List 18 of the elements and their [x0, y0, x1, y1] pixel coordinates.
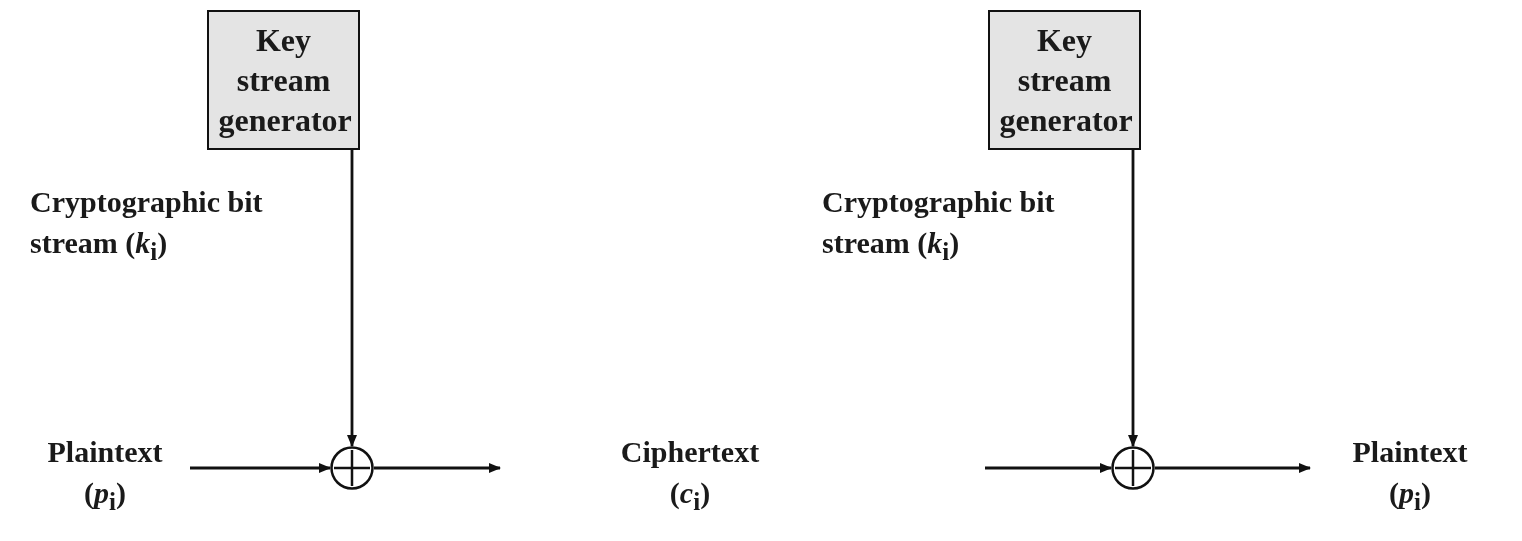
signal-label: Plaintext: [1352, 434, 1468, 470]
signal-label: Ciphertext: [620, 434, 760, 470]
process-box: [988, 10, 1141, 150]
process-box: [207, 10, 360, 150]
box-label: Key stream generator: [999, 21, 1130, 140]
signal-label: (c$_{i}$): [669, 474, 711, 517]
arrow: [1128, 150, 1138, 447]
arrow: [190, 463, 331, 473]
signal-label: (p$_{i}$): [84, 474, 126, 517]
arrow: [374, 463, 501, 473]
arrow: [347, 150, 357, 447]
xor-symbol: [330, 446, 374, 490]
box-label: Key stream generator: [218, 21, 349, 140]
signal-label: Plaintext: [47, 434, 163, 470]
signal-label: (p$_{i}$): [1389, 474, 1431, 517]
xor-symbol: [1111, 446, 1155, 490]
arrow: [1155, 463, 1311, 473]
arrow: [985, 463, 1112, 473]
